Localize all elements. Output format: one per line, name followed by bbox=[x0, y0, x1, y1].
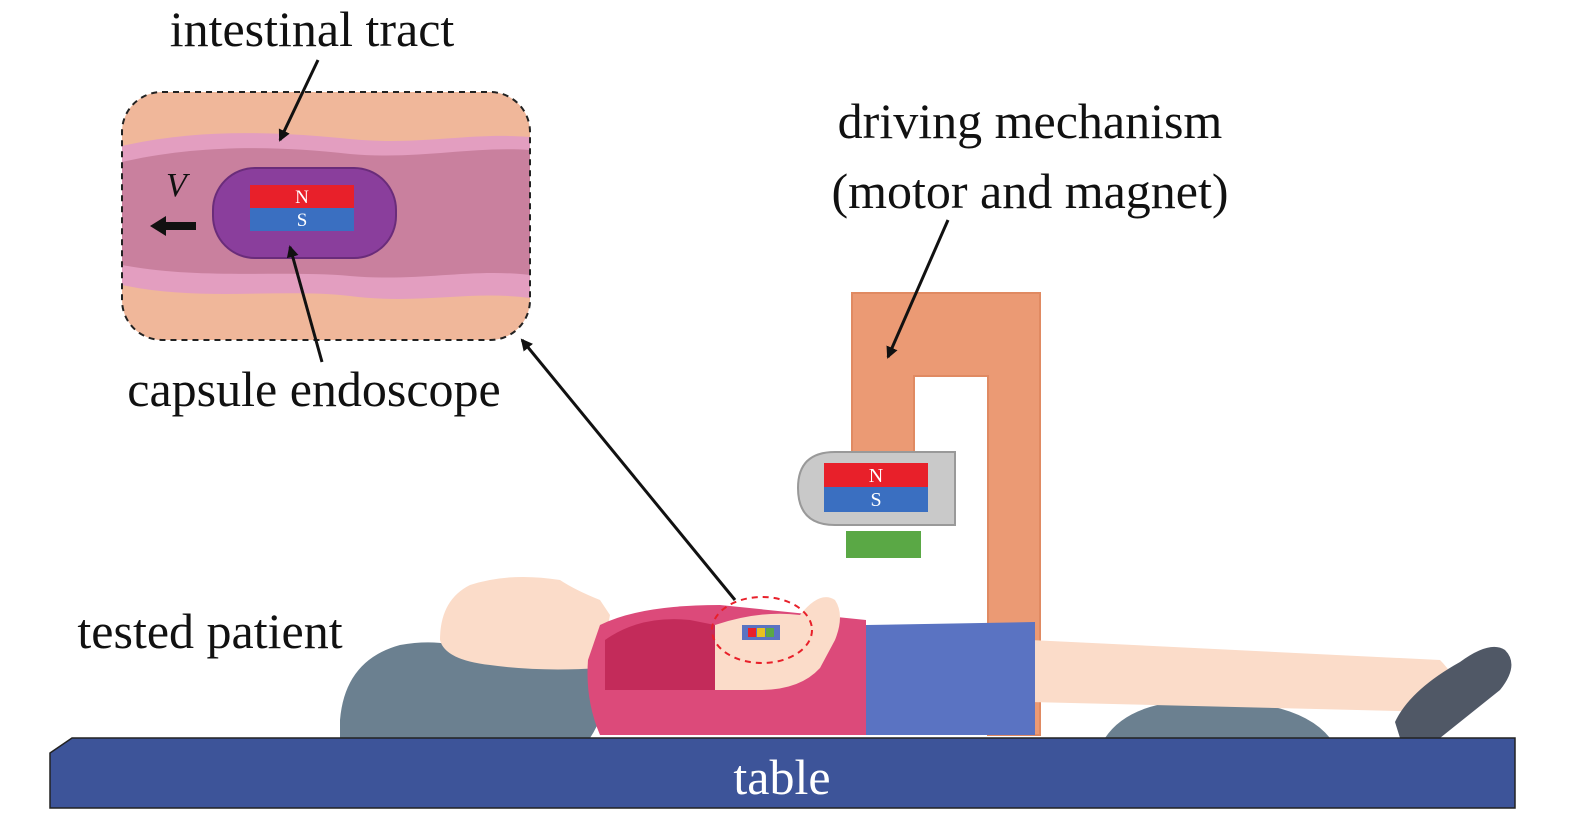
intestine-wall-bottom bbox=[122, 265, 530, 299]
capsule-endoscope-arrow bbox=[286, 245, 324, 363]
capsule-magnet-north-label: N bbox=[295, 187, 309, 208]
velocity-arrow-head bbox=[150, 216, 166, 236]
table bbox=[49, 737, 1516, 809]
external-magnet-north-label: N bbox=[869, 465, 883, 487]
table-label: table bbox=[733, 749, 830, 805]
capsule-location-circle bbox=[711, 596, 813, 664]
velocity-arrow-shaft bbox=[162, 222, 196, 230]
intestine-wall-top bbox=[122, 133, 530, 162]
external-magnet-south bbox=[824, 487, 928, 512]
knee-pillow bbox=[1105, 700, 1330, 738]
intestinal-tract-arrow bbox=[278, 59, 320, 142]
capsule-magnet-north bbox=[250, 185, 354, 208]
zoom-inset-border bbox=[121, 91, 531, 341]
patient-legs bbox=[1030, 640, 1455, 712]
capsule-endoscope-label: capsule endoscope bbox=[127, 361, 500, 417]
patient-arm bbox=[715, 597, 840, 690]
external-magnet-north bbox=[824, 463, 928, 487]
capsule-magnet-south-label: S bbox=[297, 210, 308, 231]
patient-shorts bbox=[866, 622, 1035, 735]
capsule-magnet-south bbox=[250, 208, 354, 231]
zoom-arrow bbox=[520, 338, 737, 601]
patient-head bbox=[440, 576, 610, 670]
intestinal-tract-label: intestinal tract bbox=[170, 1, 455, 57]
driving-mechanism-label-line1: driving mechanism bbox=[838, 93, 1223, 149]
patient-shoulder bbox=[605, 619, 715, 690]
patient-foot bbox=[1395, 646, 1512, 738]
external-magnet-south-label: S bbox=[870, 489, 881, 511]
motor-coil bbox=[846, 531, 921, 558]
tested-patient-label: tested patient bbox=[77, 603, 342, 659]
driving-mechanism-label-line2: (motor and magnet) bbox=[831, 163, 1228, 219]
driving-mechanism-arrow bbox=[886, 219, 950, 359]
